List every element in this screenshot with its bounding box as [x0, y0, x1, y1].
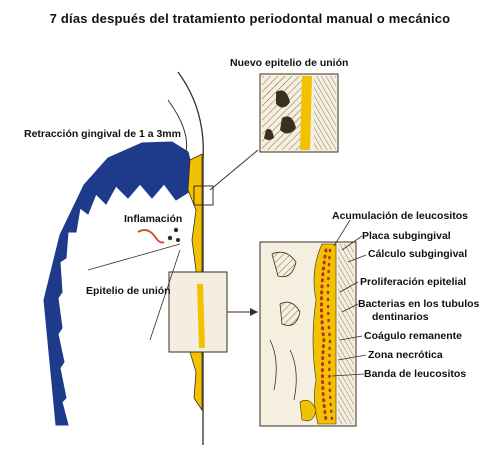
label-proliferacion: Proliferación epitelial [360, 276, 467, 288]
lower-inset-panel [259, 241, 357, 427]
label-coagulo: Coágulo remanente [364, 330, 463, 342]
label-retraccion: Retracción gingival de 1 a 3mm [24, 128, 181, 140]
gingival-line [167, 99, 188, 153]
label-bacterias-2: dentinarios [372, 311, 429, 323]
upper-inset-marker [193, 185, 214, 206]
diagram-title: 7 días después del tratamiento periodont… [49, 11, 451, 26]
label-calculo: Cálculo subgingival [368, 248, 468, 260]
label-bacterias-1: Bacterias en los tubulos [358, 298, 480, 310]
label-banda: Banda de leucositos [364, 368, 467, 380]
gingiva-shape [43, 141, 193, 426]
label-leaders [331, 219, 367, 377]
label-epitelio-union: Epitelio de unión [86, 285, 171, 297]
tooth-root-outline [177, 71, 204, 445]
inflammation-mark [137, 229, 165, 244]
label-nuevo-epitelio: Nuevo epitelio de unión [230, 57, 349, 69]
label-acumulacion: Acumulación de leucositos [332, 210, 468, 222]
label-placa: Placa subgingival [362, 230, 451, 242]
label-inflamacion: Inflamación [124, 213, 183, 225]
label-zona: Zona necrótica [368, 349, 443, 361]
upper-inset-panel [259, 73, 339, 153]
